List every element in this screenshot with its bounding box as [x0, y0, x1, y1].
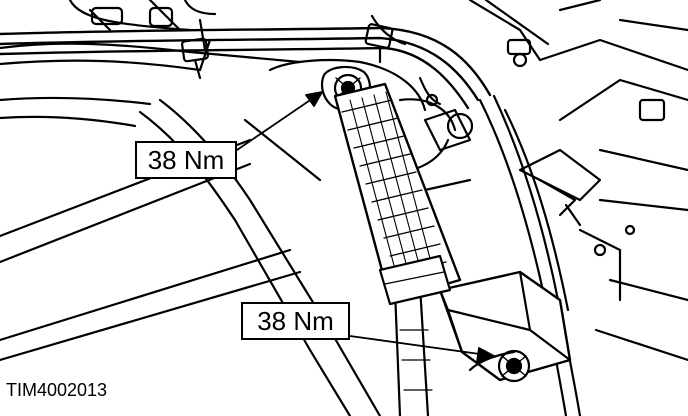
upper-arrowhead	[305, 91, 323, 107]
upper-leader-line	[236, 91, 323, 151]
pillar-structure	[468, 0, 688, 416]
seatbelt-webbing	[333, 82, 462, 416]
lower-anchor-bolt	[468, 349, 531, 383]
torque-callout-lower: 38 Nm	[241, 302, 350, 340]
lower-arrowhead	[476, 347, 495, 363]
wiring-harness	[0, 23, 492, 110]
figure-reference-code: TIM4002013	[6, 380, 108, 400]
lower-leader-line	[349, 335, 495, 357]
torque-callout-upper: 38 Nm	[135, 141, 237, 179]
leader-arrows	[236, 91, 495, 363]
upper-trim	[68, 0, 407, 72]
retractor-housing	[378, 254, 572, 382]
